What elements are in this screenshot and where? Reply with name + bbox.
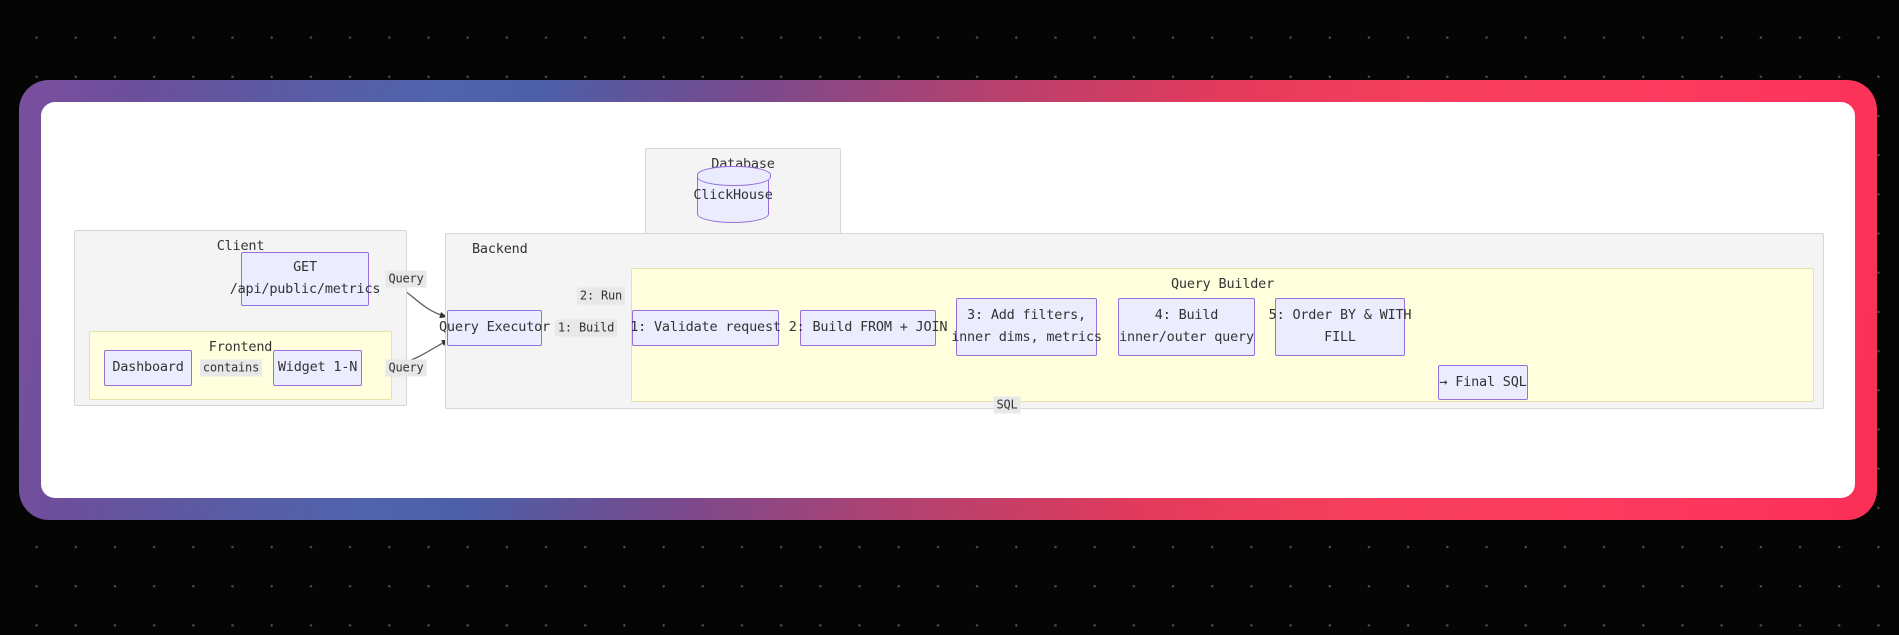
cluster-query-builder-label: Query Builder <box>1170 276 1275 292</box>
node-step-4-build-inner-outer-query[interactable]: 4: Build inner/outer query <box>1118 298 1255 356</box>
node-api-line-1: GET <box>293 259 317 276</box>
node-widget-label: Widget 1-N <box>277 359 358 376</box>
node-step5-line-2: FILL <box>1324 329 1356 345</box>
node-query-executor[interactable]: Query Executor <box>439 310 550 346</box>
edge-label-sql: SQL <box>993 396 1021 414</box>
node-dashboard[interactable]: Dashboard <box>104 350 192 386</box>
node-step-3-add-filters[interactable]: 3: Add filters, inner dims, metrics <box>951 298 1102 356</box>
node-dashboard-label: Dashboard <box>112 359 184 376</box>
edge-label-query-top: Query <box>385 270 427 288</box>
node-step3-line-2: inner dims, metrics <box>951 329 1102 345</box>
node-step2-label: 2: Build FROM + JOIN <box>788 319 948 336</box>
node-final-sql-label: → Final SQL <box>1439 373 1527 390</box>
edge-label-contains: contains <box>199 359 263 377</box>
cluster-frontend-label: Frontend <box>208 339 273 355</box>
node-widget[interactable]: Widget 1-N <box>273 350 362 386</box>
gradient-border-frame: Database Client Frontend Backend Query B… <box>19 80 1877 520</box>
node-step4-line-1: 4: Build <box>1154 307 1219 324</box>
diagram-canvas: Database Client Frontend Backend Query B… <box>41 102 1855 498</box>
node-clickhouse[interactable]: ClickHouse <box>693 166 773 223</box>
node-step3-line-1: 3: Add filters, <box>967 307 1086 324</box>
node-api-endpoint[interactable]: GET /api/public/metrics <box>230 252 381 306</box>
node-step-2-build-from-join[interactable]: 2: Build FROM + JOIN <box>789 310 947 346</box>
edge-label-run: 2: Run <box>576 287 626 305</box>
node-step1-label: 1: Validate request <box>630 319 781 336</box>
cluster-client-label: Client <box>216 238 265 254</box>
edge-label-build: 1: Build <box>554 319 618 337</box>
node-step-5-order-by-with-fill[interactable]: 5: Order BY & WITH FILL <box>1269 298 1412 356</box>
cluster-backend-label: Backend <box>472 241 528 257</box>
node-query-executor-label: Query Executor <box>439 319 550 336</box>
node-step4-line-2: inner/outer query <box>1119 329 1254 345</box>
diagram-card: Database Client Frontend Backend Query B… <box>41 102 1855 498</box>
node-final-sql[interactable]: → Final SQL <box>1438 365 1528 400</box>
node-api-line-2: /api/public/metrics <box>229 281 381 297</box>
node-clickhouse-label: ClickHouse <box>693 186 773 203</box>
node-step5-line-1: 5: Order BY & WITH <box>1268 307 1412 324</box>
edge-label-query-bottom: Query <box>385 359 427 377</box>
node-step-1-validate-request[interactable]: 1: Validate request <box>630 310 781 346</box>
